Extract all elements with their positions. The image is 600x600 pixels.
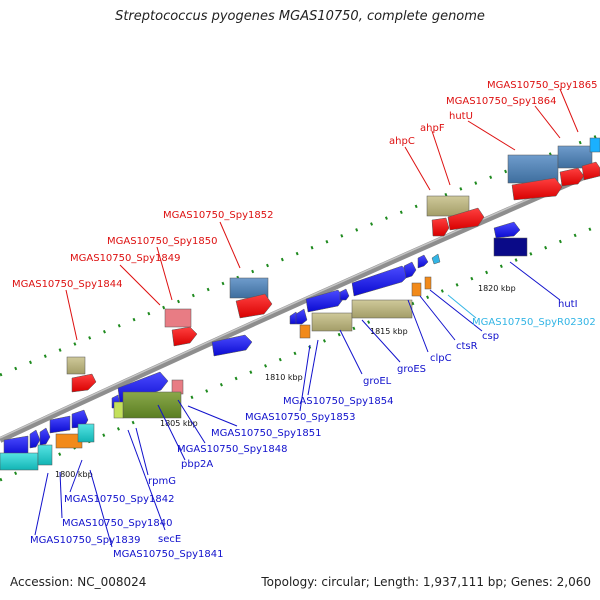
gene-upper-1864 [557,145,593,169]
gene-label: groEL [363,376,392,387]
gene-label: ctsR [456,341,478,352]
gene-upper-1 [66,356,86,375]
gene-label: MGAS10750_Spy1844 [12,279,122,290]
gene-lower-cyan2 [37,444,53,466]
gene-lower-yg [113,401,124,419]
scale-label: 1820 kbp [478,284,516,293]
gene-lower-8 [211,334,253,357]
scale-label: 1805 kbp [160,419,198,428]
gene-label: MGAS10750_Spy1854 [283,396,393,407]
accession-label: Accession: NC_008024 [10,575,147,589]
gene-label: MGAS10750_Spy1839 [30,535,140,546]
gene-label: MGAS10750_Spy1850 [107,236,217,247]
lower-strand-genes [0,221,528,471]
gene-label: MGAS10750_Spy1848 [177,444,287,455]
gene-lower-12 [339,288,350,301]
gene-label: MGAS10750_Spy1865 [487,80,597,91]
gene-label: hutU [449,111,473,122]
gene-upper-hutu [507,154,559,184]
gene-label: MGAS10750_Spy1840 [62,518,172,529]
scale-label: 1800 kbp [55,470,93,479]
scale-label: 1810 kbp [265,373,303,382]
gene-lower-cyan3 [77,423,95,443]
gene-label: MGAS10750_Spy1852 [163,210,273,221]
genome-backbone [0,167,600,443]
gene-label: MGAS10750_Spy1841 [113,549,223,560]
gene-lower-5 [71,409,89,429]
gene-lower-14 [403,261,417,279]
gene-lower-4 [49,415,71,434]
gene-upper-ahpf-b [447,207,485,231]
gene-lower-13 [351,265,411,297]
gene-label: hutI [558,299,578,310]
gene-upper-r2 [559,167,585,187]
gene-label: MGAS10750_Spy1849 [70,253,180,264]
gene-upper-r1 [511,177,563,201]
map-title: Streptococcus pyogenes MGAS10750, comple… [115,9,485,24]
gene-lower-2 [29,429,41,449]
gene-lower-cyan1 [0,452,39,471]
lower-labels: MGAS10750_Spy1839 MGAS10750_Spy1840 MGAS… [30,299,596,560]
gene-label: pbp2A [181,459,213,470]
gene-label: ahpF [420,123,445,134]
gene-upper-r3 [581,161,600,181]
gene-upper-2 [164,308,192,328]
gene-label: MGAS10750_Spy1842 [64,494,174,505]
gene-label: csp [482,331,499,342]
gene-lower-11 [305,289,345,313]
gene-lower-orange3 [411,282,422,297]
gene-upper-3 [171,326,198,347]
gene-lower-16 [493,221,521,239]
scale-labels: 1800 kbp 1805 kbp 1810 kbp 1815 kbp 1820… [55,284,516,479]
gene-label: MGAS10750_Spy1851 [211,428,321,439]
gene-lower-rna [431,253,441,265]
leader-lines-upper [65,88,579,341]
gene-lower-khaki2 [351,299,413,319]
scale-label: 1815 kbp [370,327,408,336]
gene-lower-khaki1 [311,312,353,332]
gene-label: clpC [430,353,452,364]
gene-lower-3 [39,427,51,446]
gene-label: MGAS10750_Spy1853 [245,412,355,423]
gene-label-rna: MGAS10750_SpyR02302 [472,317,596,328]
tick-track-lower [0,223,600,482]
gene-label: secE [158,534,181,545]
gene-label: ahpC [389,136,415,147]
gene-lower-10 [295,308,308,325]
gene-upper-ahpc [431,217,450,237]
gene-lower-olive [122,391,182,419]
gene-upper-5 [235,293,273,319]
gene-label: MGAS10750_Spy1864 [446,96,556,107]
gene-lower-navy [493,237,528,257]
gene-label: groES [397,364,426,375]
gene-lower-orange2 [299,324,311,339]
gene-label: rpmG [148,476,176,487]
genome-summary: Topology: circular; Length: 1,937,111 bp… [261,575,591,589]
gene-upper-ahpf [426,195,470,217]
upper-strand-genes [66,137,600,393]
gene-lower-15 [417,254,429,269]
upper-labels: MGAS10750_Spy1844 MGAS10750_Spy1849 MGAS… [12,80,597,290]
gene-upper-1b [71,373,97,393]
gene-upper-1865 [589,137,600,153]
gene-lower-orange4 [424,276,432,290]
leader-lines-lower [34,261,561,548]
